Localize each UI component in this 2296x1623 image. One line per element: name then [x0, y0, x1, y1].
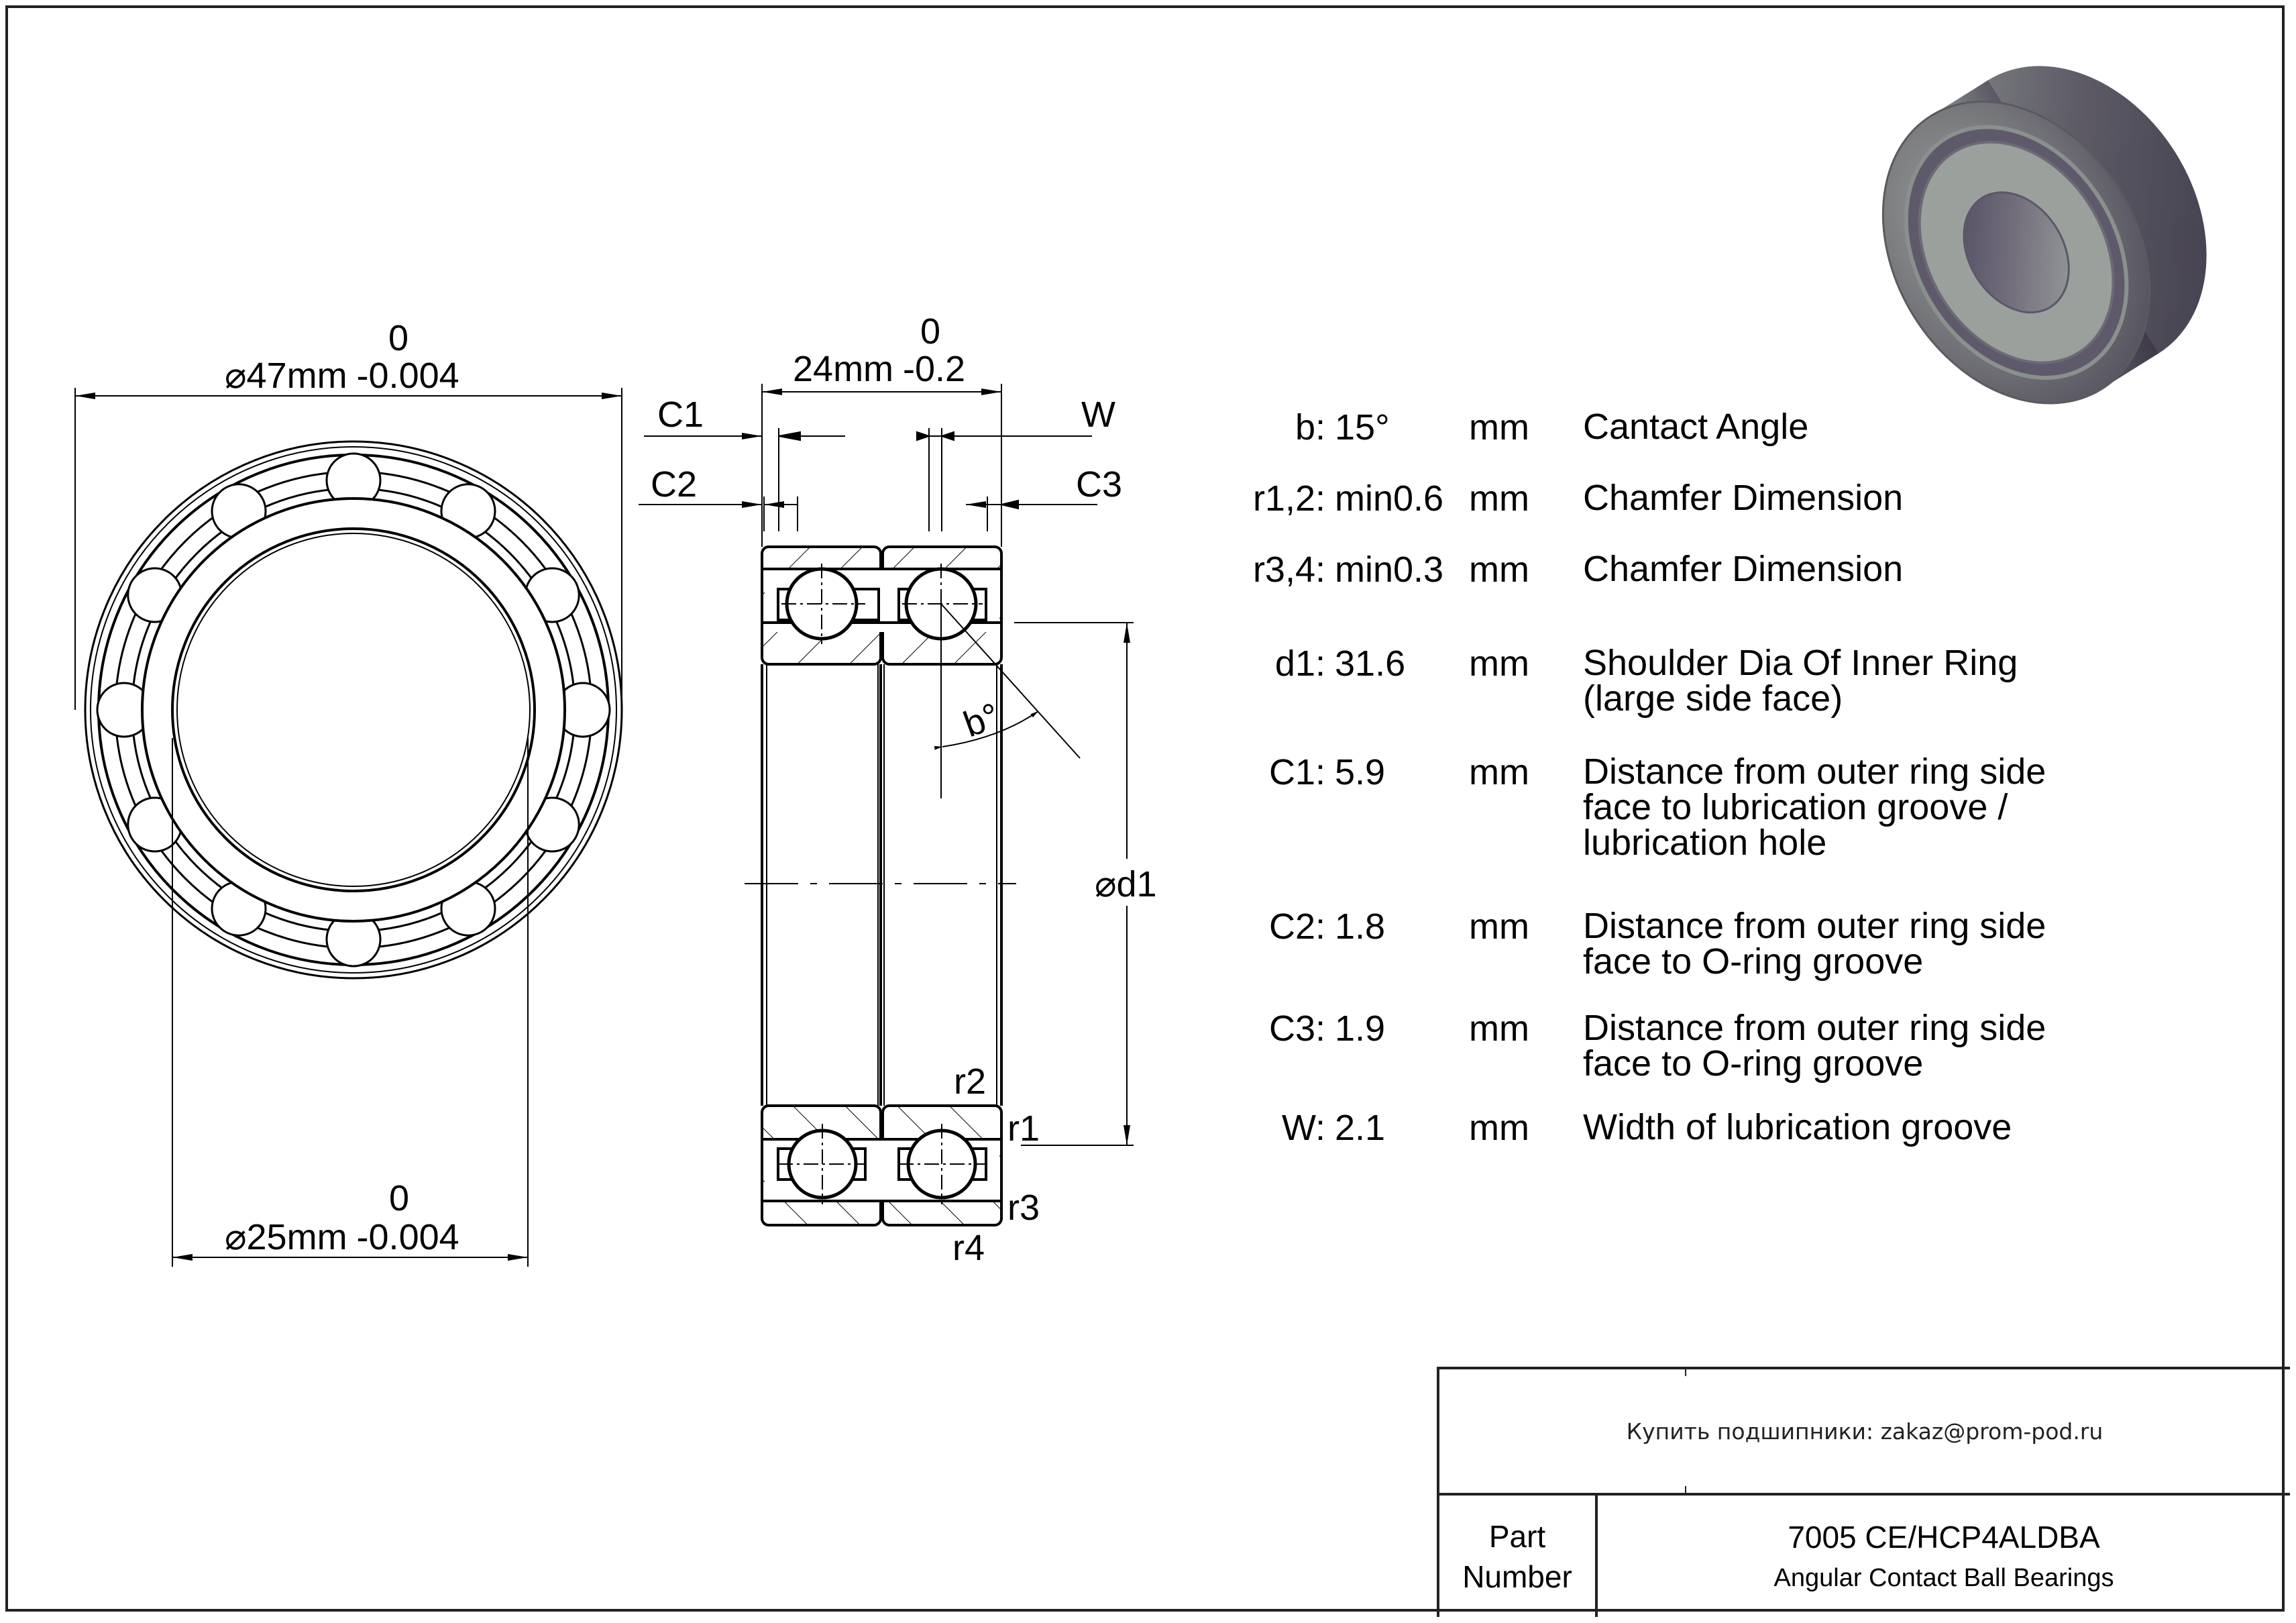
label-r3: r3: [1007, 1188, 1040, 1228]
part-number-cell: 7005 CE/HCP4ALDBA Angular Contact Ball B…: [1598, 1496, 2290, 1617]
label-c1: C1: [657, 395, 704, 435]
spec-value: 15°: [1335, 407, 1390, 448]
spec-unit: mm: [1469, 1108, 1529, 1148]
spec-value: min0.3: [1335, 549, 1444, 590]
section-bottom: [761, 1104, 1003, 1226]
width-value: 24mm: [793, 349, 893, 389]
spec-unit: mm: [1469, 643, 1529, 684]
spec-key: C1:: [1268, 752, 1325, 792]
outer-diameter-upper-tol: 0: [388, 318, 408, 358]
spec-row: C3:1.9 mm Distance from outer ring side fa…: [1234, 1010, 2106, 1082]
diameter-symbol: ⌀: [1095, 864, 1117, 904]
inner-diameter-lower-tol: -0.004: [357, 1217, 459, 1257]
front-view: [84, 440, 623, 980]
spec-description: Width of lubrication groove: [1583, 1107, 2012, 1147]
spec-key: C3:: [1268, 1008, 1325, 1049]
section-view: [745, 545, 1081, 1226]
spec-row: C1:5.9 mm Distance from outer ring side fa…: [1234, 751, 2106, 863]
inner-diameter-upper-tol: 0: [389, 1178, 409, 1218]
width-lower-tol: -0.2: [903, 349, 965, 389]
outer-ring-edge-inner: [90, 446, 617, 974]
label-c3: C3: [1076, 464, 1122, 505]
label-d1: ⌀d1: [1095, 864, 1157, 904]
drawing-frame: [5, 5, 2285, 1612]
bearing-3d-render: [1881, 66, 2207, 405]
spec-value: 1.8: [1335, 906, 1386, 947]
spec-description: Distance from outer ring side face to O-…: [1583, 1008, 2046, 1084]
spec-value: 5.9: [1335, 752, 1386, 792]
spec-key: r1,2:: [1252, 478, 1325, 519]
spec-value: min0.6: [1335, 478, 1444, 519]
part-label-line2: Number: [1462, 1559, 1572, 1594]
spec-row: d1:31.6 mm Shoulder Dia Of Inner Ring (lar…: [1234, 645, 2106, 717]
spec-row: r1,2:min0.6 mm Chamfer Dimension: [1234, 480, 2106, 517]
spec-row: r3,4:min0.3 mm Chamfer Dimension: [1234, 549, 2106, 590]
spec-description: Distance from outer ring side face to O-…: [1583, 906, 2046, 982]
spec-description: Distance from outer ring side face to lu…: [1583, 751, 2046, 863]
label-w: W: [1081, 395, 1115, 435]
d1-text: d1: [1117, 864, 1157, 904]
bore-edge: [171, 527, 536, 892]
part-type: Angular Contact Ball Bearings: [1773, 1563, 2114, 1592]
contact-text: Купить подшипники: zakaz@prom-pod.ru: [1626, 1418, 2103, 1445]
spec-value: 1.9: [1335, 1008, 1386, 1049]
diameter-symbol: ⌀: [225, 1217, 247, 1257]
tick-mark: [1685, 1486, 1686, 1493]
section-dimensions: [639, 384, 1134, 1146]
spec-value: 31.6: [1335, 643, 1406, 684]
spec-description: Cantact Angle: [1583, 407, 1809, 447]
inner-diameter-label: ⌀25mm-0.004: [225, 1217, 459, 1257]
spec-unit: mm: [1469, 478, 1529, 519]
spec-unit: mm: [1469, 407, 1529, 448]
outer-diameter-value: 47mm: [247, 356, 347, 396]
title-block: Купить подшипники: zakaz@prom-pod.ru Par…: [1437, 1367, 2290, 1617]
label-c2: C2: [651, 464, 697, 505]
spec-unit: mm: [1469, 549, 1529, 590]
spec-unit: mm: [1469, 1008, 1529, 1049]
spec-key: r3,4:: [1252, 549, 1325, 590]
section-top: [761, 545, 1003, 666]
part-number: 7005 CE/HCP4ALDBA: [1788, 1519, 2100, 1555]
spec-key: b:: [1295, 407, 1325, 448]
spec-key: W:: [1282, 1108, 1325, 1148]
diameter-symbol: ⌀: [225, 356, 247, 396]
tick-mark: [1685, 1369, 1686, 1376]
outer-diameter-dimension: [74, 388, 622, 710]
label-r4: r4: [952, 1228, 985, 1268]
spec-unit: mm: [1469, 906, 1529, 947]
part-number-label-cell: Part Number: [1439, 1496, 1598, 1617]
spec-description: Chamfer Dimension: [1583, 549, 1904, 589]
width-label: 24mm-0.2: [793, 349, 965, 389]
part-label-line1: Part: [1488, 1518, 1546, 1554]
spec-description: Shoulder Dia Of Inner Ring (large side f…: [1583, 643, 2018, 719]
spec-row: W:2.1 mm Width of lubrication groove: [1234, 1107, 2106, 1148]
spec-value: 2.1: [1335, 1108, 1386, 1148]
spec-key: C2:: [1268, 906, 1325, 947]
label-r2: r2: [954, 1061, 986, 1102]
outer-diameter-label: ⌀47mm-0.004: [225, 356, 459, 396]
outer-diameter-lower-tol: -0.004: [357, 356, 459, 396]
spec-unit: mm: [1469, 752, 1529, 792]
label-angle: b°: [959, 695, 1005, 745]
bore-chamfer: [176, 533, 531, 887]
ball-set: [96, 452, 611, 967]
spec-row: b:15° mm Cantact Angle: [1234, 409, 2106, 446]
width-upper-tol: 0: [920, 311, 940, 352]
spec-description: Chamfer Dimension: [1583, 478, 1904, 518]
spec-key: d1:: [1274, 643, 1325, 684]
inner-diameter-dimension: [172, 738, 529, 1267]
spec-row: C2:1.8 mm Distance from outer ring side fa…: [1234, 908, 2106, 980]
inner-diameter-value: 25mm: [247, 1217, 347, 1257]
title-block-contact-cell: Купить подшипники: zakaz@prom-pod.ru: [1439, 1369, 2290, 1496]
label-r1: r1: [1007, 1108, 1040, 1149]
